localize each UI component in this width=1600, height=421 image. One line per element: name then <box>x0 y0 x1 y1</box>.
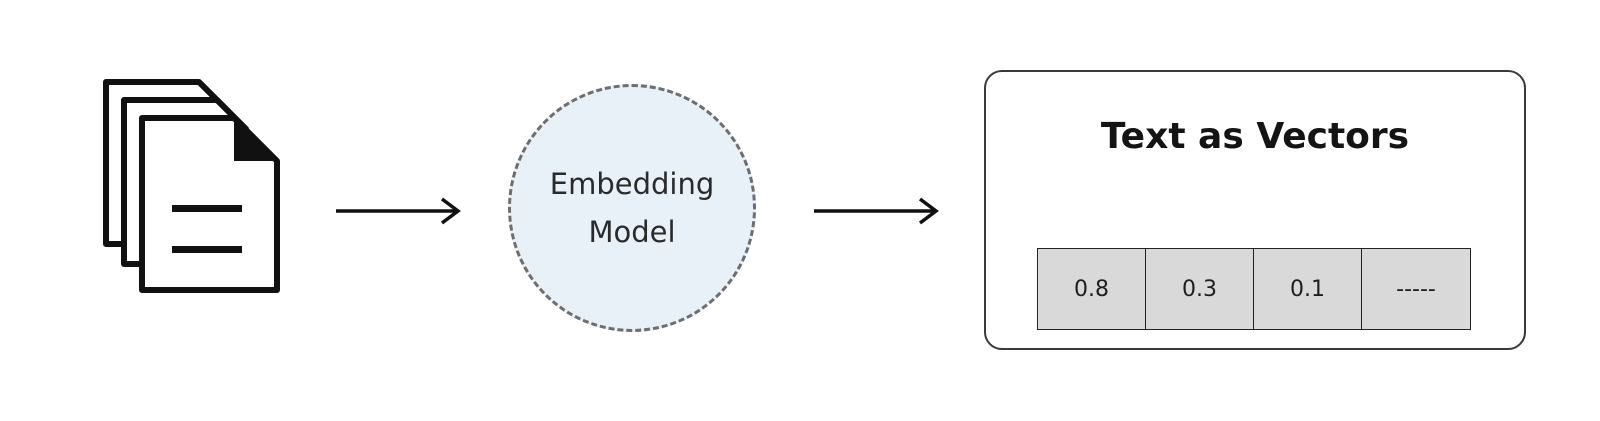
model-label-line2: Model <box>588 215 676 249</box>
model-label-line1: Embedding <box>549 167 715 201</box>
vector-cells: 0.8 0.3 0.1 ----- <box>1037 248 1471 330</box>
embedding-model-node: Embedding Model <box>508 84 756 332</box>
vector-cell: 0.8 <box>1038 249 1146 329</box>
vector-cell: 0.3 <box>1146 249 1254 329</box>
vector-cell: 0.1 <box>1254 249 1362 329</box>
vector-output-card: Text as Vectors 0.8 0.3 0.1 ----- <box>984 70 1526 350</box>
right-arrow-icon <box>336 197 461 225</box>
documents-icon <box>103 79 280 293</box>
vector-cell: ----- <box>1362 249 1470 329</box>
right-arrow-icon <box>814 197 939 225</box>
vector-card-title: Text as Vectors <box>1100 116 1410 157</box>
